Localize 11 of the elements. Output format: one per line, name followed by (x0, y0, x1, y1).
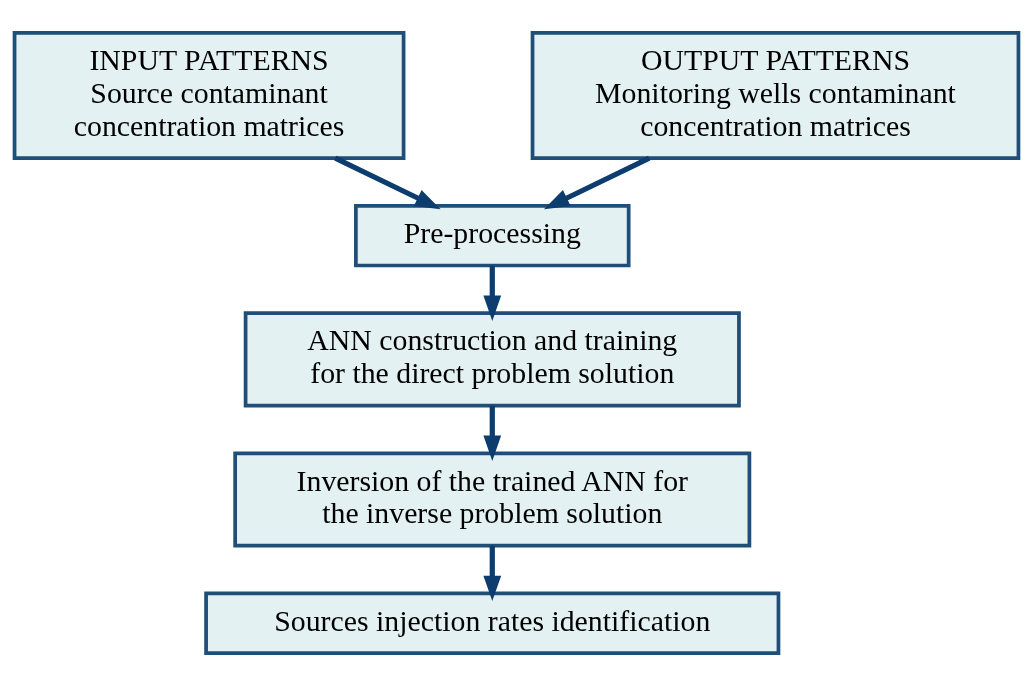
node-box: Pre-processing (354, 204, 631, 268)
arrow (483, 545, 502, 602)
node-box: INPUT PATTERNS Source contaminant concentration matrices (12, 31, 406, 161)
node-box: Sources injection rates identification (204, 591, 781, 655)
node-box: ANN construction and training for the direct problem solution (243, 311, 741, 408)
arrow (483, 405, 502, 461)
arrow (543, 155, 651, 210)
node-box: Inversion of the trained ANN for the inverse problem solution (233, 451, 752, 548)
node-box: OUTPUT PATTERNS Monitoring wells contaminant concentration matrices (530, 31, 1021, 161)
arrow (334, 155, 441, 210)
arrow (483, 265, 502, 321)
